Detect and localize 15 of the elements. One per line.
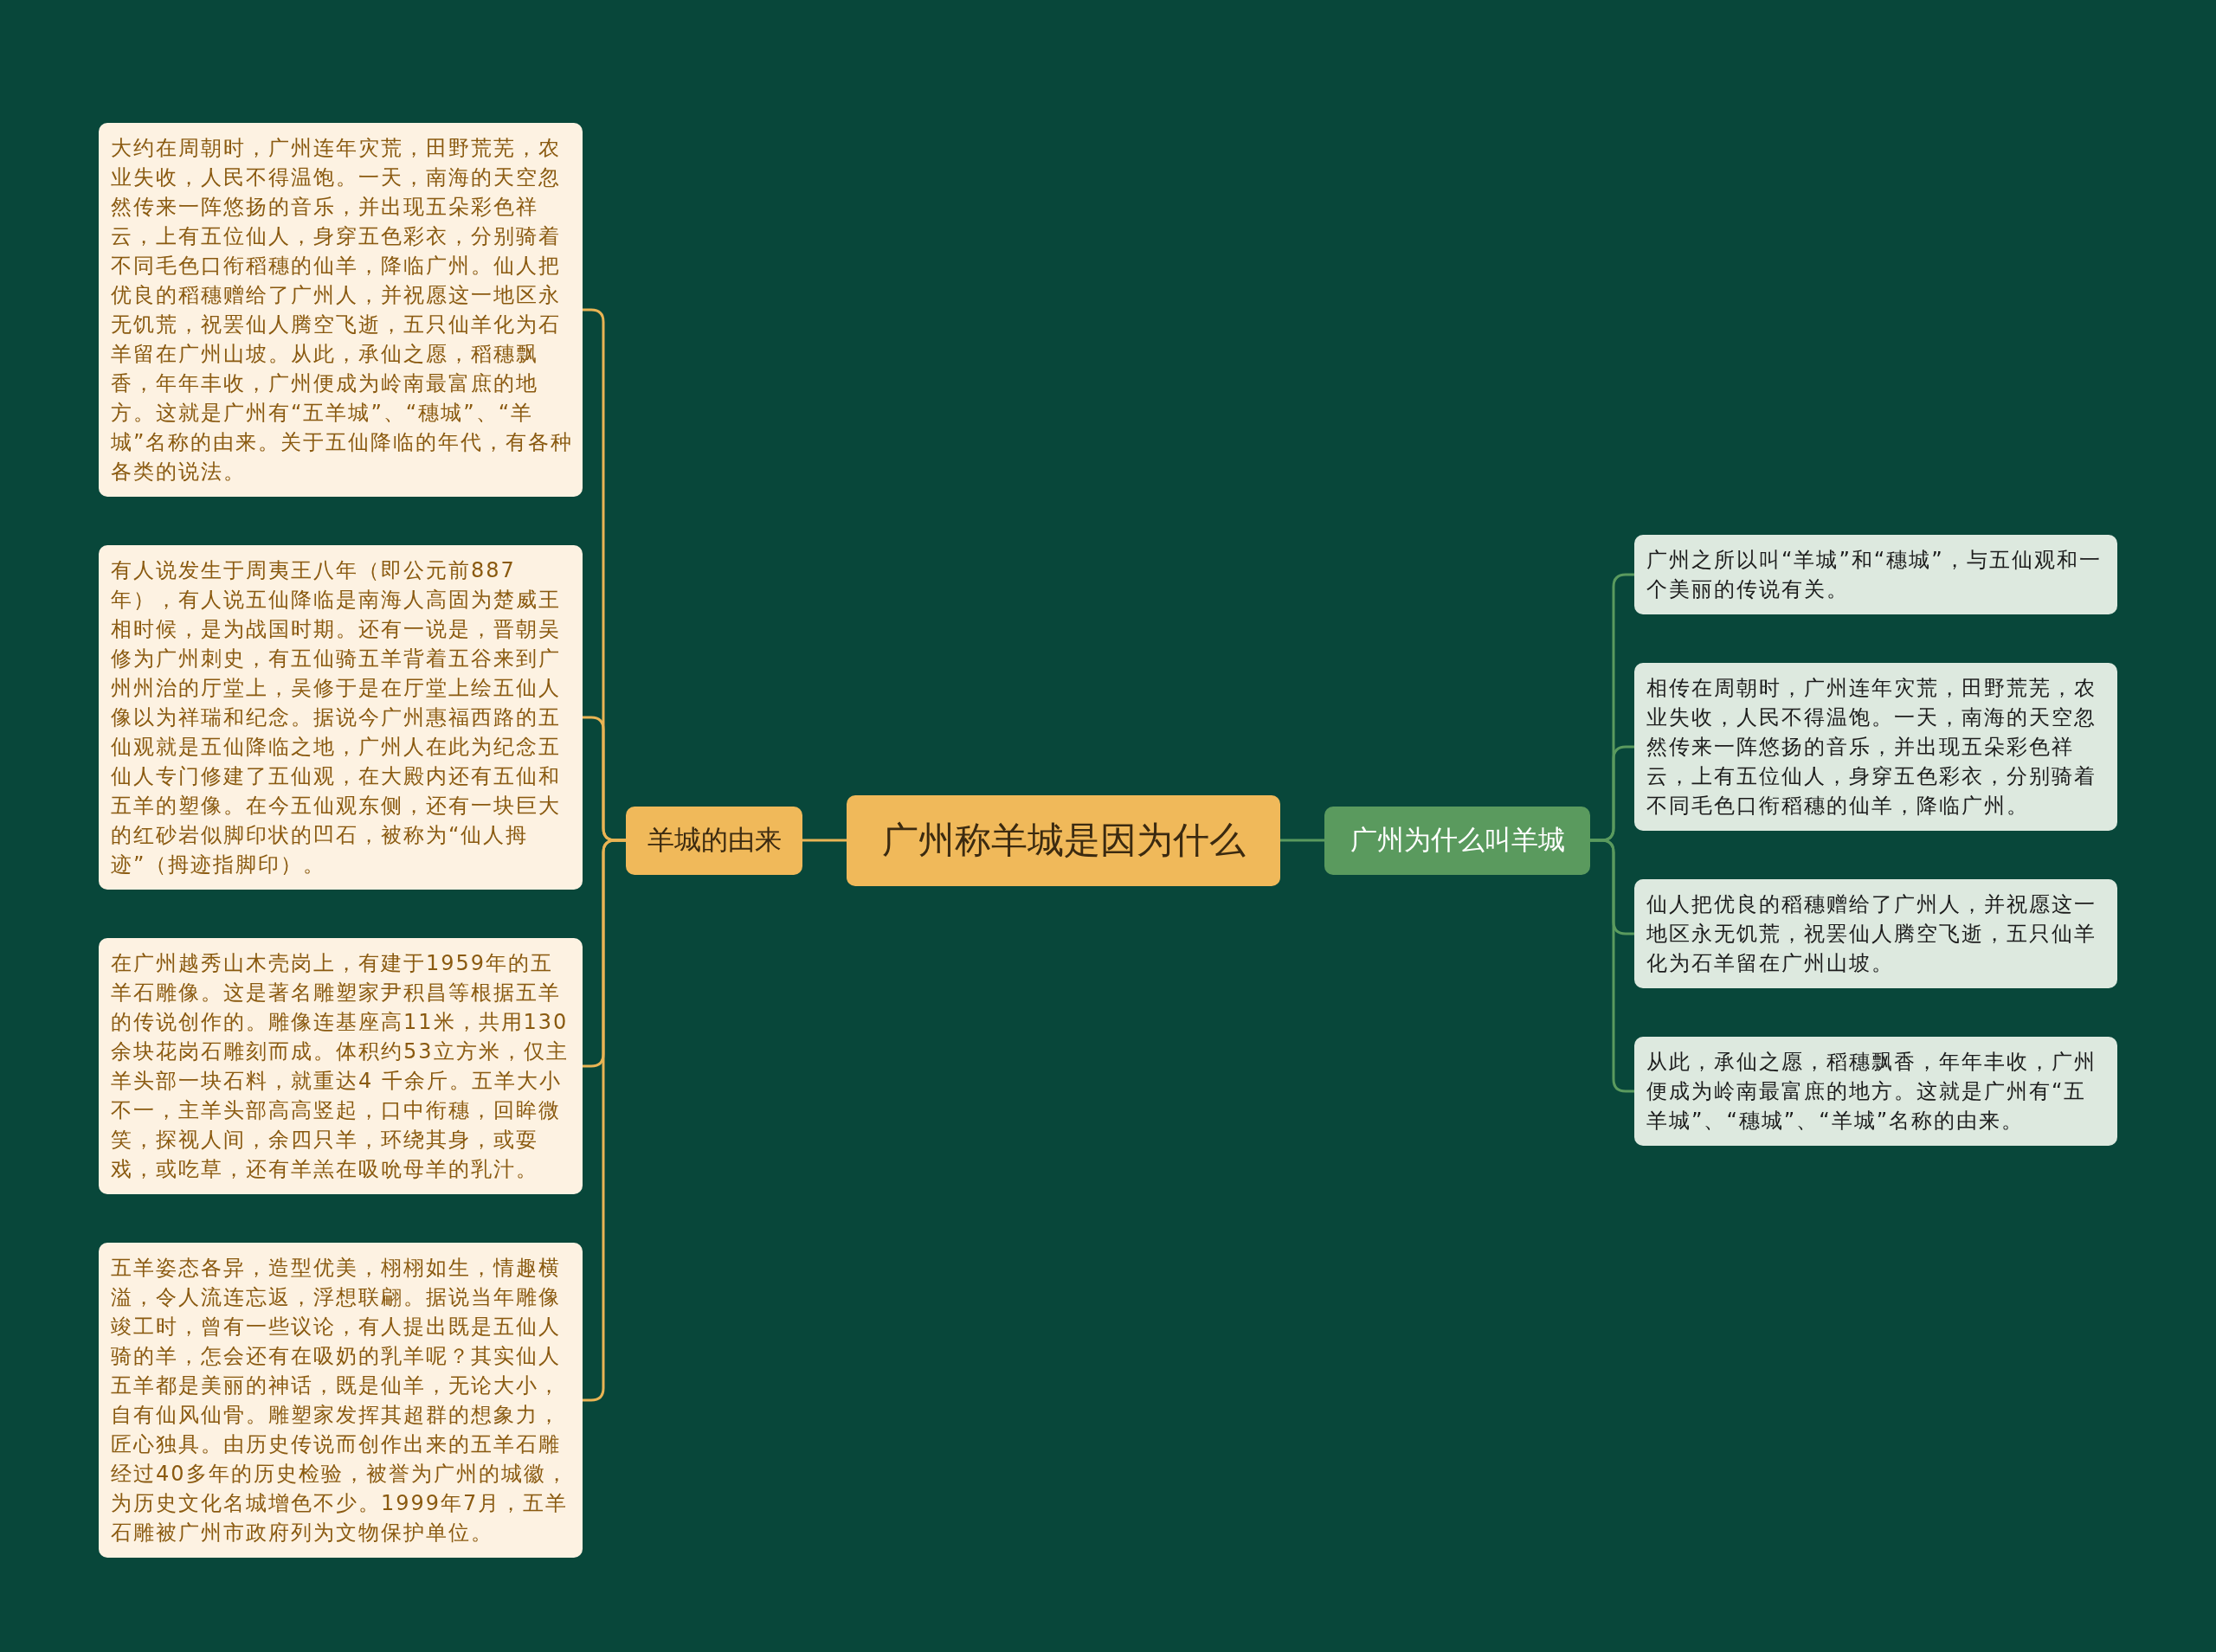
text-card: 广州之所以叫“羊城”和“穗城”，与五仙观和一个美丽的传说有关。 [1634,535,2117,614]
text-card: 在广州越秀山木壳岗上，有建于1959年的五羊石雕像。这是著名雕塑家尹积昌等根据五羊的传说创作的。雕像连基座高11米，共用130余块花岗石雕刻而成。体积约53立方米，仅主羊头部一块石料，就重达4 千余斤。五羊大小不一，主羊头部高高竖起，口中衔穗，回眸微笑，探视人间，余四只羊，环绕其身，或耍戏，或吃草，还有羊羔在吸吮母羊的乳汁。 [99,938,583,1194]
branch-topic: 羊城的由来 [626,806,802,875]
text-card: 从此，承仙之愿，稻穗飘香，年年丰收，广州便成为岭南最富庶的地方。这就是广州有“五羊城”、“穗城”、“羊城”名称的由来。 [1634,1037,2117,1146]
text-card: 大约在周朝时，广州连年灾荒，田野荒芜，农业失收，人民不得温饱。一天，南海的天空忽然传来一阵悠扬的音乐，并出现五朵彩色祥云，上有五位仙人，身穿五色彩衣，分别骑着不同毛色口衔稻穗的仙羊，降临广州。仙人把优良的稻穗赠给了广州人，并祝愿这一地区永无饥荒，祝罢仙人腾空飞逝，五只仙羊化为石羊留在广州山坡。从此，承仙之愿，稻穗飘香，年年丰收，广州便成为岭南最富庶的地方。这就是广州有“五羊城”、“穗城”、“羊城”名称的由来。关于五仙降临的年代，有各种各类的说法。 [99,123,583,497]
text-card: 五羊姿态各异，造型优美，栩栩如生，情趣横溢，令人流连忘返，浮想联翩。据说当年雕像竣工时，曾有一些议论，有人提出既是五仙人骑的羊，怎会还有在吸奶的乳羊呢？其实仙人五羊都是美丽的神话，既是仙羊，无论大小，自有仙风仙骨。雕塑家发挥其超群的想象力，匠心独具。由历史传说而创作出来的五羊石雕经过40多年的历史检验，被誉为广州的城徽，为历史文化名城增色不少。1999年7月，五羊石雕被广州市政府列为文物保护单位。 [99,1243,583,1558]
connector-line [583,839,626,1402]
connector-line [1590,839,1634,1093]
branch-topic: 广州为什么叫羊城 [1324,806,1590,875]
text-card: 有人说发生于周夷王八年（即公元前887年），有人说五仙降临是南海人高固为楚威王相时候，是为战国时期。还有一说是，晋朝吴修为广州刺史，有五仙骑五羊背着五谷来到广州州治的厅堂上，吴修于是在厅堂上绘五仙人像以为祥瑞和纪念。据说今广州惠福西路的五仙观就是五仙降临之地，广州人在此为纪念五仙人专门修建了五仙观，在大殿内还有五仙和五羊的塑像。在今五仙观东侧，还有一块巨大的红砂岩似脚印状的凹石，被称为“仙人拇迹”（拇迹指脚印）。 [99,545,583,890]
connector-line [802,839,847,842]
connector-line [1280,839,1324,842]
central-topic: 广州称羊城是因为什么 [847,794,1280,886]
text-card: 相传在周朝时，广州连年灾荒，田野荒芜，农业失收，人民不得温饱。一天，南海的天空忽然传来一阵悠扬的音乐，并出现五朵彩色祥云，上有五位仙人，身穿五色彩衣，分别骑着不同毛色口衔稻穗的仙羊，降临广州。 [1634,663,2117,831]
text-card: 仙人把优良的稻穗赠给了广州人，并祝愿这一地区永无饥荒，祝罢仙人腾空飞逝，五只仙羊化为石羊留在广州山坡。 [1634,879,2117,988]
